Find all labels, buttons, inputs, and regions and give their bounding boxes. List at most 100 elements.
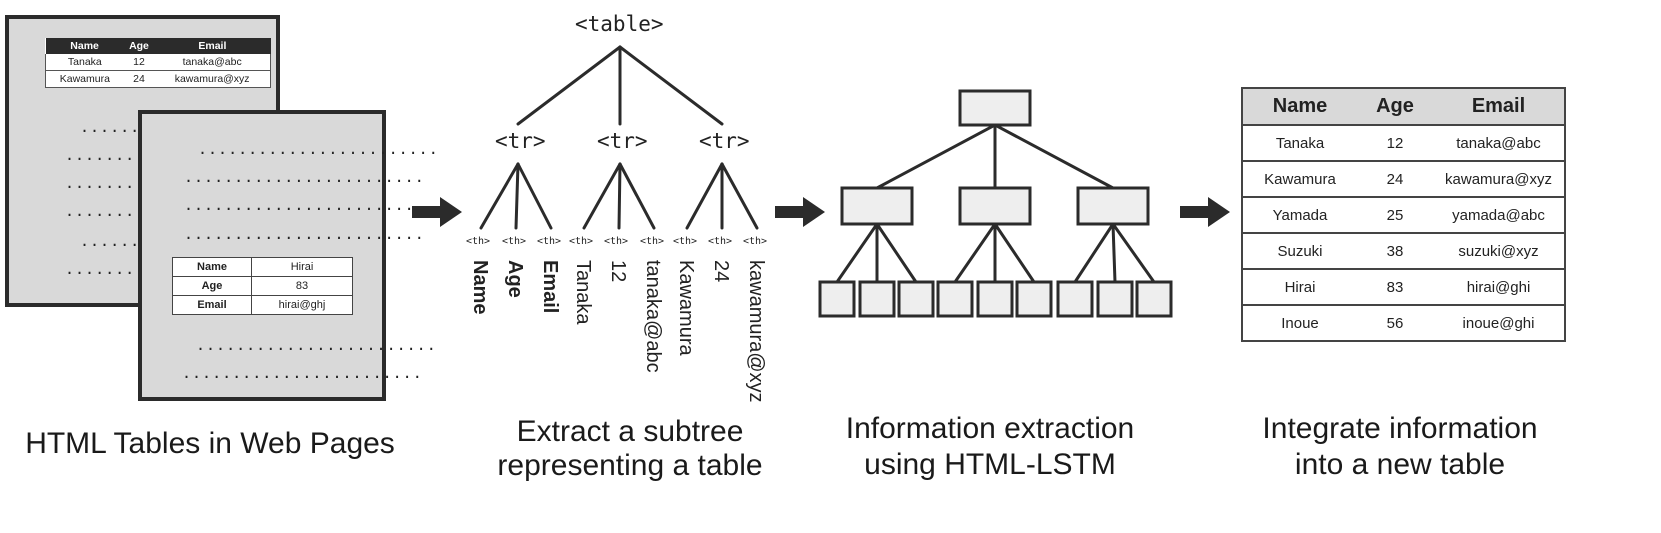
web-table-row: Email hirai@ghj: [172, 295, 353, 315]
filler-text-dots: ........................: [184, 196, 425, 214]
web-table-key-cell: Name: [172, 257, 252, 277]
lstm-leaf-node: [1056, 280, 1094, 318]
web-table-cell: Tanaka: [44, 54, 124, 71]
web-table-row: Tanaka 12 tanaka@abc: [44, 54, 272, 71]
web-table-header-cell: Email: [154, 38, 271, 54]
table-row: Suzuki 38 suzuki@xyz: [1241, 233, 1566, 270]
table-cell: Hirai: [1241, 269, 1357, 306]
table-cell: kawamura@xyz: [1433, 161, 1566, 198]
table-row: Yamada 25 yamada@abc: [1241, 197, 1566, 234]
web-table-row: Kawamura 24 kawamura@xyz: [44, 70, 272, 88]
dom-leaf-text: 24: [710, 260, 732, 283]
lstm-leaf-node: [897, 280, 935, 318]
caption-integrate-line1: Integrate information: [1262, 412, 1538, 445]
lstm-leaf-node: [936, 280, 974, 318]
dom-node-th: <th>: [537, 236, 562, 247]
integrated-table-header-cell: Name: [1241, 87, 1357, 126]
dom-leaf-text: Tanaka: [572, 260, 594, 325]
lstm-root-node: [958, 89, 1032, 127]
dom-node-th: <th>: [743, 236, 768, 247]
dom-node-th: <th>: [640, 236, 665, 247]
web-table-cell: Hirai: [251, 257, 353, 277]
arrow-right-icon: [412, 197, 462, 227]
table-row: Tanaka 12 tanaka@abc: [1241, 125, 1566, 162]
table-cell: 38: [1357, 233, 1433, 270]
table-cell: yamada@abc: [1433, 197, 1566, 234]
web-table-row: Name Hirai: [172, 257, 353, 277]
dom-leaf-text: Age: [504, 260, 526, 298]
dom-node-th: <th>: [502, 236, 527, 247]
dom-leaf-text: kawamura@xyz: [745, 260, 767, 403]
web-table-cell: hirai@ghj: [251, 295, 353, 315]
table-row: Hirai 83 hirai@ghi: [1241, 269, 1566, 306]
web-table-header-cell: Name: [45, 38, 124, 54]
dom-leaf-text: tanaka@abc: [642, 260, 664, 373]
integrated-table-header-row: Name Age Email: [1241, 87, 1566, 126]
lstm-row-node: [958, 186, 1032, 226]
web-page-front: [138, 110, 386, 401]
integrated-table-header-cell: Age: [1357, 87, 1433, 126]
lstm-leaf-node: [1096, 280, 1134, 318]
integrated-table: Name Age Email Tanaka 12 tanaka@abc Kawa…: [1241, 87, 1566, 342]
table-cell: hirai@ghi: [1433, 269, 1566, 306]
dom-leaf-text: Kawamura: [675, 260, 697, 356]
lstm-row-node: [840, 186, 914, 226]
lstm-leaf-node: [976, 280, 1014, 318]
table-cell: 24: [1357, 161, 1433, 198]
dom-node-tr: <tr>: [597, 129, 648, 153]
filler-text-dots: ........................: [182, 364, 423, 382]
table-row: Kawamura 24 kawamura@xyz: [1241, 161, 1566, 198]
web-table-header-cell: Age: [123, 38, 155, 54]
dom-node-tr: <tr>: [495, 129, 546, 153]
table-cell: Yamada: [1241, 197, 1357, 234]
table-cell: 56: [1357, 305, 1433, 342]
web-table-cell: 12: [123, 54, 155, 71]
table-cell: 83: [1357, 269, 1433, 306]
table-cell: tanaka@abc: [1433, 125, 1566, 162]
arrow-right-icon: [775, 197, 825, 227]
table-cell: inoue@ghi: [1433, 305, 1566, 342]
table-cell: 25: [1357, 197, 1433, 234]
dom-node-th: <th>: [673, 236, 698, 247]
web-table-cell: kawamura@xyz: [154, 70, 272, 88]
web-table-header-row: Name Age Email: [45, 38, 271, 54]
dom-leaf-text: Name: [469, 260, 491, 315]
table-cell: Suzuki: [1241, 233, 1357, 270]
lstm-leaf-node: [818, 280, 856, 318]
web-table-cell: 24: [123, 70, 155, 88]
filler-text-dots: ........................: [196, 336, 437, 354]
web-table-key-cell: Email: [172, 295, 252, 315]
dom-leaf-text: 12: [607, 260, 629, 283]
lstm-leaf-node: [1015, 280, 1053, 318]
filler-text-dots: ........................: [184, 225, 425, 243]
caption-lstm-line2: using HTML-LSTM: [864, 448, 1116, 481]
dom-node-tr: <tr>: [699, 129, 750, 153]
filler-text-dots: ........................: [184, 168, 425, 186]
dom-node-th: <th>: [466, 236, 491, 247]
table-cell: Inoue: [1241, 305, 1357, 342]
table-row: Inoue 56 inoue@ghi: [1241, 305, 1566, 342]
dom-leaf-text: Email: [539, 260, 561, 314]
table-cell: suzuki@xyz: [1433, 233, 1566, 270]
table-cell: Kawamura: [1241, 161, 1357, 198]
integrated-table-header-cell: Email: [1433, 87, 1566, 126]
arrow-right-icon: [1180, 197, 1230, 227]
caption-extract-line2: representing a table: [497, 449, 763, 482]
lstm-leaf-node: [858, 280, 896, 318]
lstm-leaf-node: [1135, 280, 1173, 318]
caption-web-pages: HTML Tables in Web Pages: [25, 427, 395, 460]
web-table-cell: tanaka@abc: [154, 54, 272, 71]
web-table-horizontal: Name Age Email Tanaka 12 tanaka@abc Kawa…: [44, 38, 272, 88]
web-table-key-value: Name Hirai Age 83 Email hirai@ghj: [172, 257, 353, 315]
table-cell: 12: [1357, 125, 1433, 162]
caption-extract-line1: Extract a subtree: [516, 415, 744, 448]
dom-node-th: <th>: [569, 236, 594, 247]
dom-node-table: <table>: [575, 12, 664, 36]
filler-text-dots: ........................: [198, 140, 439, 158]
dom-node-th: <th>: [604, 236, 629, 247]
caption-integrate-line2: into a new table: [1294, 448, 1506, 481]
table-cell: Tanaka: [1241, 125, 1357, 162]
